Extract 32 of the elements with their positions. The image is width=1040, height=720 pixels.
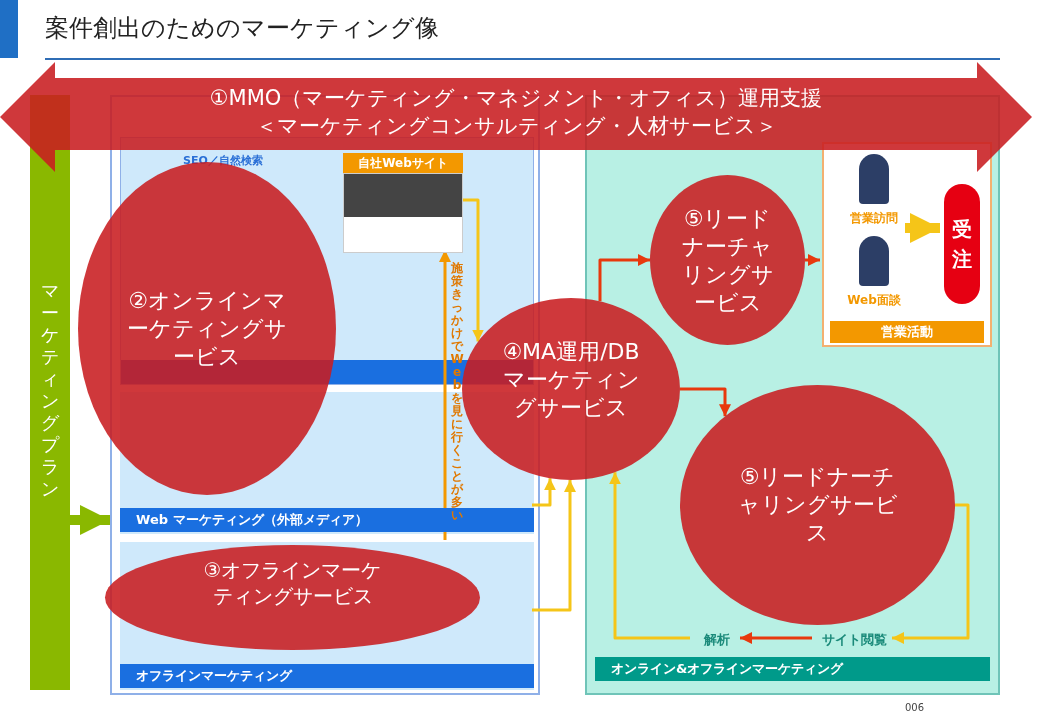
service-label: ③オフラインマーケティングサービス (202, 557, 383, 609)
banner-subtitle: ＜マーケティングコンサルティング・人材サービス＞ (254, 113, 778, 140)
service-label: ②オンラインマーケティングサービス (127, 287, 287, 371)
double-arrow-banner (0, 62, 1032, 172)
arrow (680, 387, 731, 417)
arrow (892, 503, 970, 644)
item-label: サイト閲覧 (820, 631, 888, 649)
section-band: オフラインマーケティング (120, 664, 534, 688)
arrow (532, 480, 576, 612)
arrow (609, 472, 690, 640)
page-number: 006 (905, 702, 925, 713)
service-label: ⑤リードナーチャリングサービス (736, 463, 899, 547)
arrow (805, 254, 820, 266)
arrow (740, 632, 812, 644)
section-band: 営業活動 (830, 321, 984, 343)
pill-label: 受注 (951, 216, 973, 273)
title: 案件創出のためのマーケティング像 (45, 13, 439, 44)
bar-label: マーケティングプラン (40, 280, 60, 500)
item-label: 解析 (703, 631, 731, 649)
arrow (598, 254, 650, 302)
arrow (905, 213, 940, 243)
section-band: オンライン&オフラインマーケティング (595, 657, 990, 681)
item-label: 営業訪問 (849, 210, 899, 227)
banner-title: ①MMO（マーケティング・マネジメント・オフィス）運用支援 (208, 85, 824, 112)
item-label: Web面談 (846, 292, 902, 309)
arrow (532, 478, 556, 507)
arrow (460, 198, 484, 342)
service-label: ④MA運用/DBマーケティングサービス (501, 338, 641, 422)
site-heading: 自社Webサイト (343, 153, 463, 173)
arrow (70, 505, 110, 535)
order-pill (944, 184, 980, 304)
service-label: ⑤リードナーチャリングサービス (680, 205, 775, 317)
